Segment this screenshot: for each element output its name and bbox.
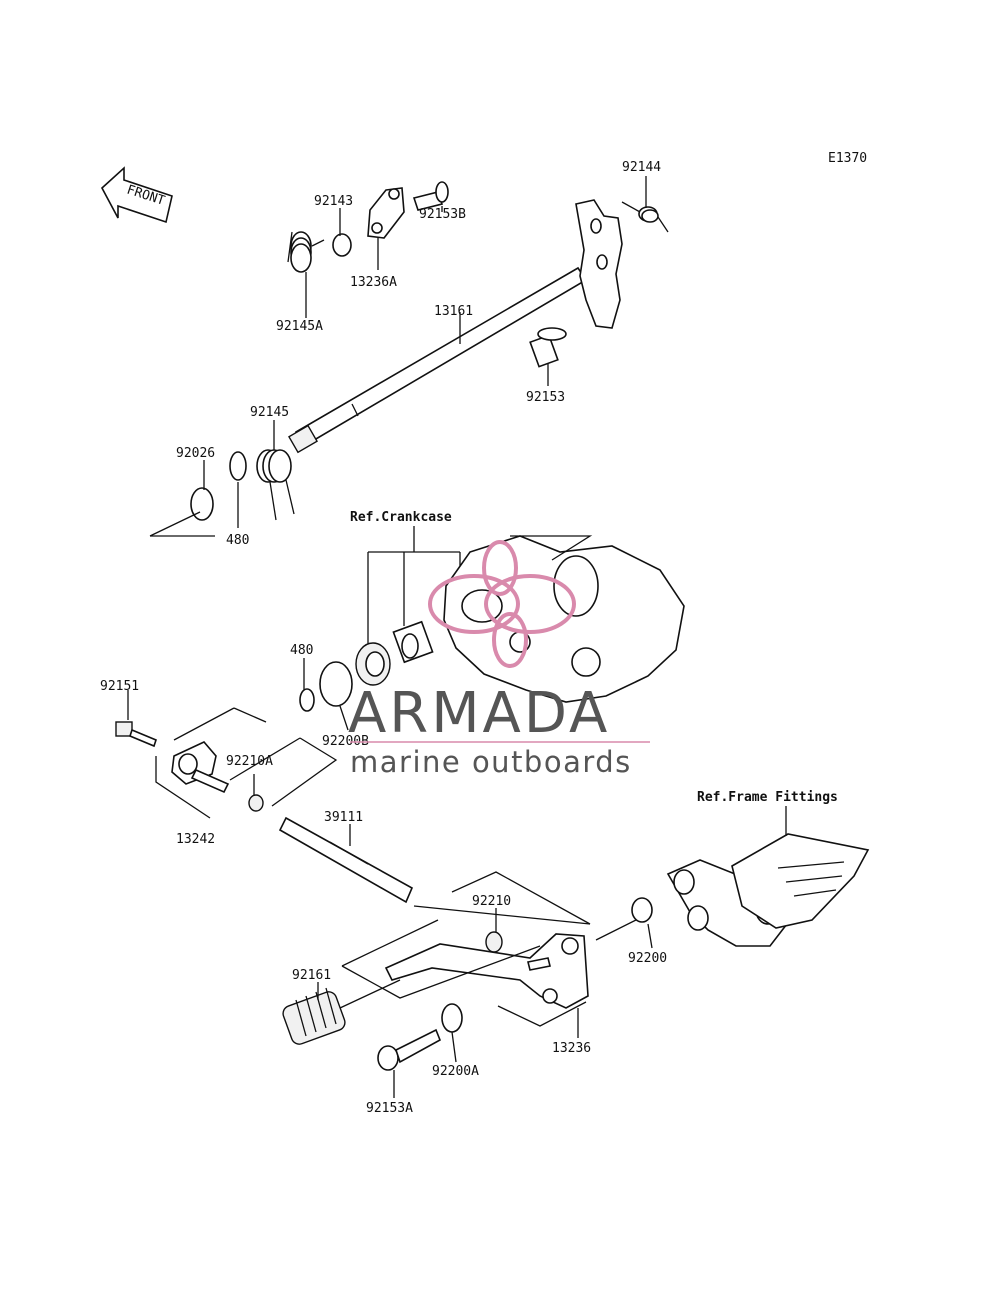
washer-92200b-icon — [319, 661, 353, 707]
label-92145a: 92145A — [276, 319, 323, 334]
label-39111: 39111 — [324, 810, 363, 825]
shift-shaft-13161-icon — [288, 199, 623, 454]
label-92153a: 92153A — [366, 1101, 413, 1116]
washer-92200-icon — [631, 897, 653, 923]
bolt-92153a-icon — [377, 1028, 442, 1071]
spring-92145-icon — [256, 449, 295, 521]
circlip-480-icon — [229, 451, 247, 481]
watermark-brand: ARMADA — [348, 681, 610, 746]
tie-rod-joint-13242-icon — [171, 741, 230, 794]
rubber-92161-icon — [282, 987, 346, 1045]
label-480: 480 — [226, 533, 249, 548]
label-13236a: 13236A — [350, 275, 397, 290]
label-92200a: 92200A — [432, 1064, 479, 1079]
watermark-tagline: marine outboards — [350, 745, 632, 779]
nut-92210-icon — [485, 931, 503, 953]
spring-92144-icon — [621, 201, 669, 233]
bolt-92151-icon — [115, 721, 157, 748]
label-92153b: 92153B — [419, 207, 466, 222]
label-13161: 13161 — [434, 304, 473, 319]
pin-92153-icon — [529, 327, 567, 368]
crankcase-ref-icon — [443, 535, 685, 703]
footpeg-bracket-icon — [666, 833, 870, 947]
diagram-code: E1370 — [828, 151, 867, 166]
label-92210: 92210 — [472, 894, 511, 909]
arm-13236a-icon — [367, 187, 405, 239]
label-92161: 92161 — [292, 968, 331, 983]
label-92151: 92151 — [100, 679, 139, 694]
label-ref-frame-fittings: Ref.Frame Fittings — [697, 790, 838, 805]
washer-92200a-icon — [441, 1003, 463, 1033]
bolt-92153b-icon — [412, 181, 449, 211]
front-arrow-icon: FRONT — [101, 166, 173, 224]
leader-lines — [127, 176, 787, 1098]
label-92153: 92153 — [526, 390, 565, 405]
washer-92026-icon — [190, 487, 214, 521]
label-92200: 92200 — [628, 951, 667, 966]
label-92210a: 92210A — [226, 754, 273, 769]
nut-92210a-icon — [248, 794, 264, 812]
needle-bearing-icon — [392, 620, 434, 664]
label-92144: 92144 — [622, 160, 661, 175]
collar-92143-icon — [332, 233, 352, 257]
oil-seal-icon — [355, 642, 391, 686]
label-13236: 13236 — [552, 1041, 591, 1056]
shift-rod-39111-icon — [278, 816, 414, 904]
label-92026: 92026 — [176, 446, 215, 461]
spring-92145a-icon — [287, 231, 325, 273]
label-92143: 92143 — [314, 194, 353, 209]
circlip-480b-icon — [299, 688, 315, 712]
label-ref-crankcase: Ref.Crankcase — [350, 510, 452, 525]
watermark-logo-icon — [428, 540, 576, 668]
label-480-lower: 480 — [290, 643, 313, 658]
label-92145: 92145 — [250, 405, 289, 420]
label-92200b: 92200B — [322, 734, 369, 749]
label-13242: 13242 — [176, 832, 215, 847]
